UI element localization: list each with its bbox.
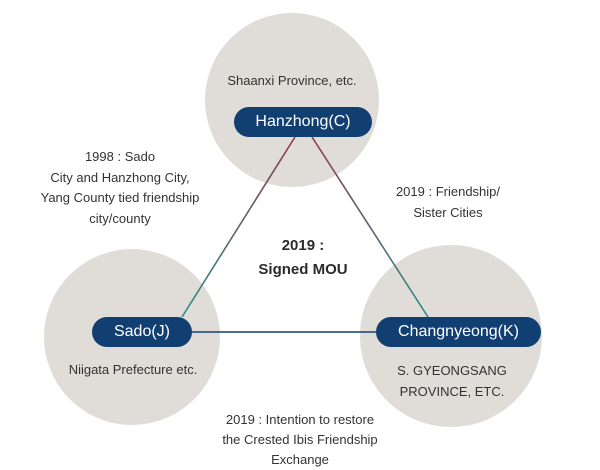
hanzhong-changnyeong-note: 2019 : Friendship/ Sister Cities [378,182,518,223]
note-line: 2019 : Intention to restore [225,412,375,427]
edge-sado-hanzhong [181,136,296,318]
note-line: Yang County tied friendship [40,190,200,205]
sado-hanzhong-note: 1998 : Sado City and Hanzhong City, Yang… [10,147,230,229]
note-line: 1998 : Sado [84,149,156,164]
note-line: 2019 : Friendship/ [395,184,501,199]
center-mou-line: Signed MOU [258,261,348,278]
changnyeong-node: Changnyeong(K) [376,317,541,347]
sado-node: Sado(J) [92,317,192,347]
sado-region-label: Niigata Prefecture etc. [68,362,198,377]
hanzhong-circle [205,13,379,187]
note-line: the Crested Ibis Friendship [222,432,378,447]
note-line: Exchange [271,452,329,467]
note-line: City and Hanzhong City, [50,169,190,185]
hanzhong-node: Hanzhong(C) [234,107,372,137]
changnyeong-region-line: PROVINCE, ETC. [399,384,505,399]
changnyeong-region-line: S. GYEONGSANG [397,363,507,378]
changnyeong-region-label: S. GYEONGSANG PROVINCE, ETC. [372,360,532,402]
hanzhong-region-label: Shaanxi Province, etc. [227,73,357,88]
sado-changnyeong-note: 2019 : Intention to restore the Crested … [182,410,418,470]
edge-hanzhong-changnyeong [311,136,429,318]
center-mou-line: 2019 : [281,237,325,254]
center-mou-label: 2019 : Signed MOU [228,234,378,282]
note-line: city/county [89,210,151,226]
note-line: Sister Cities [413,204,483,220]
